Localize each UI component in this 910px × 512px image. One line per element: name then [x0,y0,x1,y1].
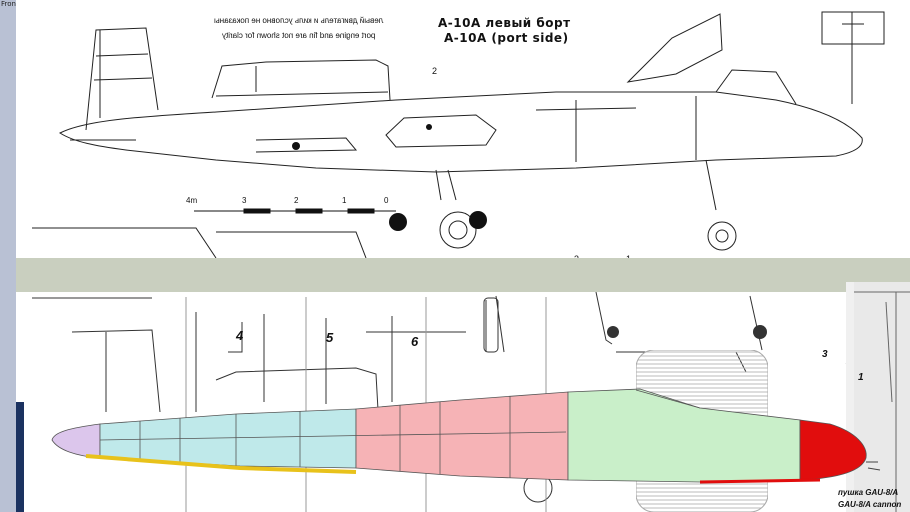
section-number-6: 6 [411,334,419,349]
scale-mark-4m: 4m [186,196,198,205]
view-name-label[interactable]: Front [1,0,19,8]
right-number-3: 3 [822,349,828,360]
cannon-label-en: GAU-8/A cannon [838,500,902,509]
section-number-4: 4 [236,328,244,343]
cannon-label-ru: пушка GAU-8/A [838,488,899,497]
marker-2: 2 [432,66,438,76]
blueprint-title-ru: A-10A левый борт [438,16,571,30]
scale-mark-0: 0 [384,196,389,205]
model-radome [799,419,867,481]
blueprint-title-en: A-10A (port side) [444,31,569,45]
model-nose-tip [51,423,101,459]
model-aft-section [567,388,801,483]
right-blueprint-detail [846,282,910,512]
scale-mark-2: 2 [294,196,299,205]
blueprint-image-side-right[interactable]: 1 [846,282,910,512]
section-number-5: 5 [326,330,334,345]
right-number-1: 1 [858,372,864,383]
scale-mark-3: 3 [242,196,247,205]
scale-mark-1: 1 [342,196,347,205]
aircraft-side-blueprint [32,11,885,259]
viewport-left-strip [0,0,16,512]
model-yellow-edge [85,454,357,474]
blueprint-image-top[interactable]: A-10A левый борт A-10A (port side) левый… [16,0,910,264]
model-red-edge [699,478,821,484]
scale-bar [194,208,396,214]
model-mid-section [355,391,569,481]
gap-band [16,258,910,292]
